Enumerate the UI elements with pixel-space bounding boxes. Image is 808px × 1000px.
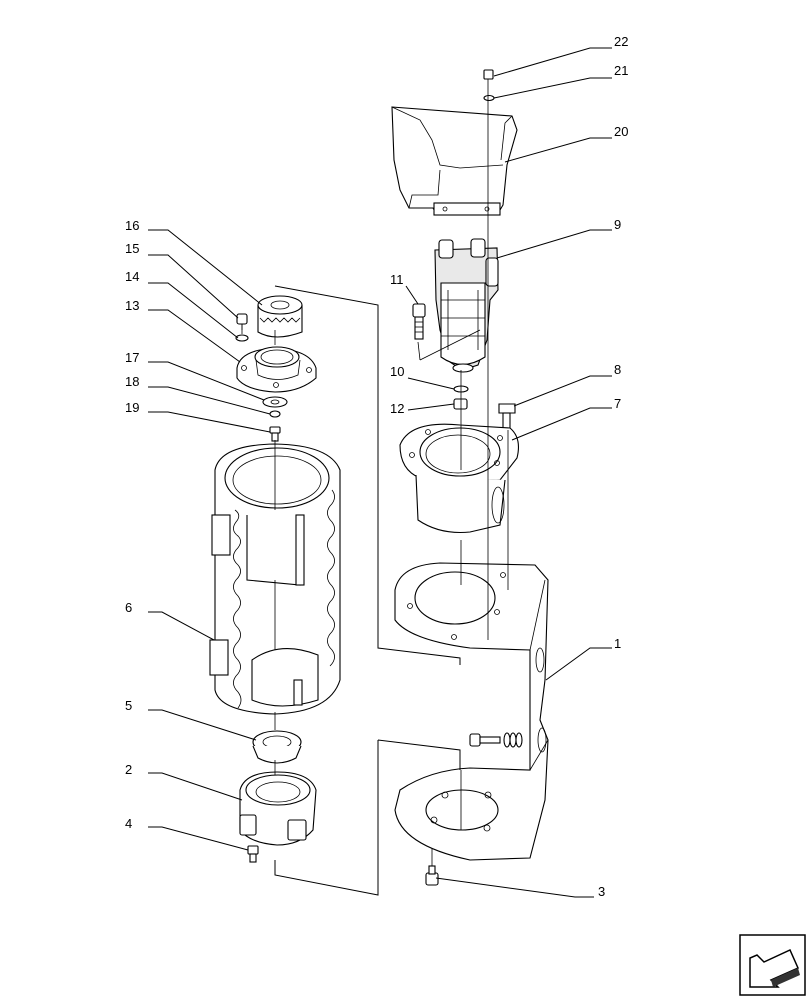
svg-text:10: 10 — [390, 364, 404, 379]
svg-text:7: 7 — [614, 396, 621, 411]
callout-8: 8 — [513, 362, 621, 407]
svg-text:17: 17 — [125, 350, 139, 365]
part-screw-11 — [412, 303, 426, 340]
callout-5: 5 — [125, 698, 257, 741]
page-nav-button[interactable] — [739, 934, 806, 996]
callout-7: 7 — [511, 396, 621, 441]
svg-text:12: 12 — [390, 401, 404, 416]
svg-text:14: 14 — [125, 269, 139, 284]
part-gear-16 — [257, 295, 303, 338]
callout-17: 17 — [125, 350, 265, 401]
svg-text:5: 5 — [125, 698, 132, 713]
part-bearing-flange-13 — [236, 346, 317, 393]
svg-text:20: 20 — [614, 124, 628, 139]
callout-10: 10 — [390, 364, 455, 390]
part-flange-housing — [399, 423, 519, 534]
part-bracket — [394, 562, 549, 861]
part-washer-17 — [262, 396, 288, 408]
connector-lower — [377, 739, 461, 770]
part-bolt-19 — [269, 426, 281, 442]
part-washer-21 — [483, 94, 495, 102]
svg-text:19: 19 — [125, 400, 139, 415]
callout-11: 11 — [390, 272, 419, 305]
part-bolt-3 — [425, 865, 439, 886]
svg-text:16: 16 — [125, 218, 139, 233]
svg-text:3: 3 — [598, 884, 605, 899]
part-nut-12 — [453, 398, 468, 410]
callout-2: 2 — [125, 762, 243, 801]
callout-21: 21 — [493, 63, 628, 99]
connector-bottom — [274, 740, 379, 896]
svg-text:9: 9 — [614, 217, 621, 232]
svg-text:2: 2 — [125, 762, 132, 777]
part-cover — [391, 106, 518, 216]
callout-9: 9 — [496, 217, 621, 259]
part-washer-18 — [269, 410, 281, 418]
callout-20: 20 — [504, 124, 628, 163]
callout-13: 13 — [125, 298, 241, 363]
callout-1: 1 — [545, 636, 621, 681]
svg-text:8: 8 — [614, 362, 621, 377]
svg-text:21: 21 — [614, 63, 628, 78]
part-fitting-4 — [247, 845, 259, 863]
callout-19: 19 — [125, 400, 271, 433]
part-chain-housing — [209, 443, 341, 715]
svg-text:4: 4 — [125, 816, 132, 831]
callout-6: 6 — [125, 600, 215, 641]
callout-15: 15 — [125, 241, 239, 319]
part-side-bolt — [469, 732, 523, 748]
part-motor — [419, 238, 499, 373]
callout-12: 12 — [390, 401, 455, 416]
part-bearing-5 — [252, 730, 302, 764]
svg-text:1: 1 — [614, 636, 621, 651]
part-lower-housing — [239, 771, 317, 846]
callout-22: 22 — [493, 34, 628, 77]
svg-text:22: 22 — [614, 34, 628, 49]
svg-text:18: 18 — [125, 374, 139, 389]
callout-14: 14 — [125, 269, 239, 339]
svg-text:11: 11 — [390, 272, 404, 287]
page-arrow-icon — [749, 949, 800, 988]
connector-upper — [274, 285, 461, 665]
callout-3: 3 — [435, 877, 605, 899]
callout-16: 16 — [125, 218, 263, 306]
svg-text:13: 13 — [125, 298, 139, 313]
callout-18: 18 — [125, 374, 271, 415]
part-bolt-22 — [483, 69, 494, 86]
callout-4: 4 — [125, 816, 249, 851]
part-washer-14 — [235, 334, 249, 342]
svg-text:6: 6 — [125, 600, 132, 615]
svg-text:15: 15 — [125, 241, 139, 256]
